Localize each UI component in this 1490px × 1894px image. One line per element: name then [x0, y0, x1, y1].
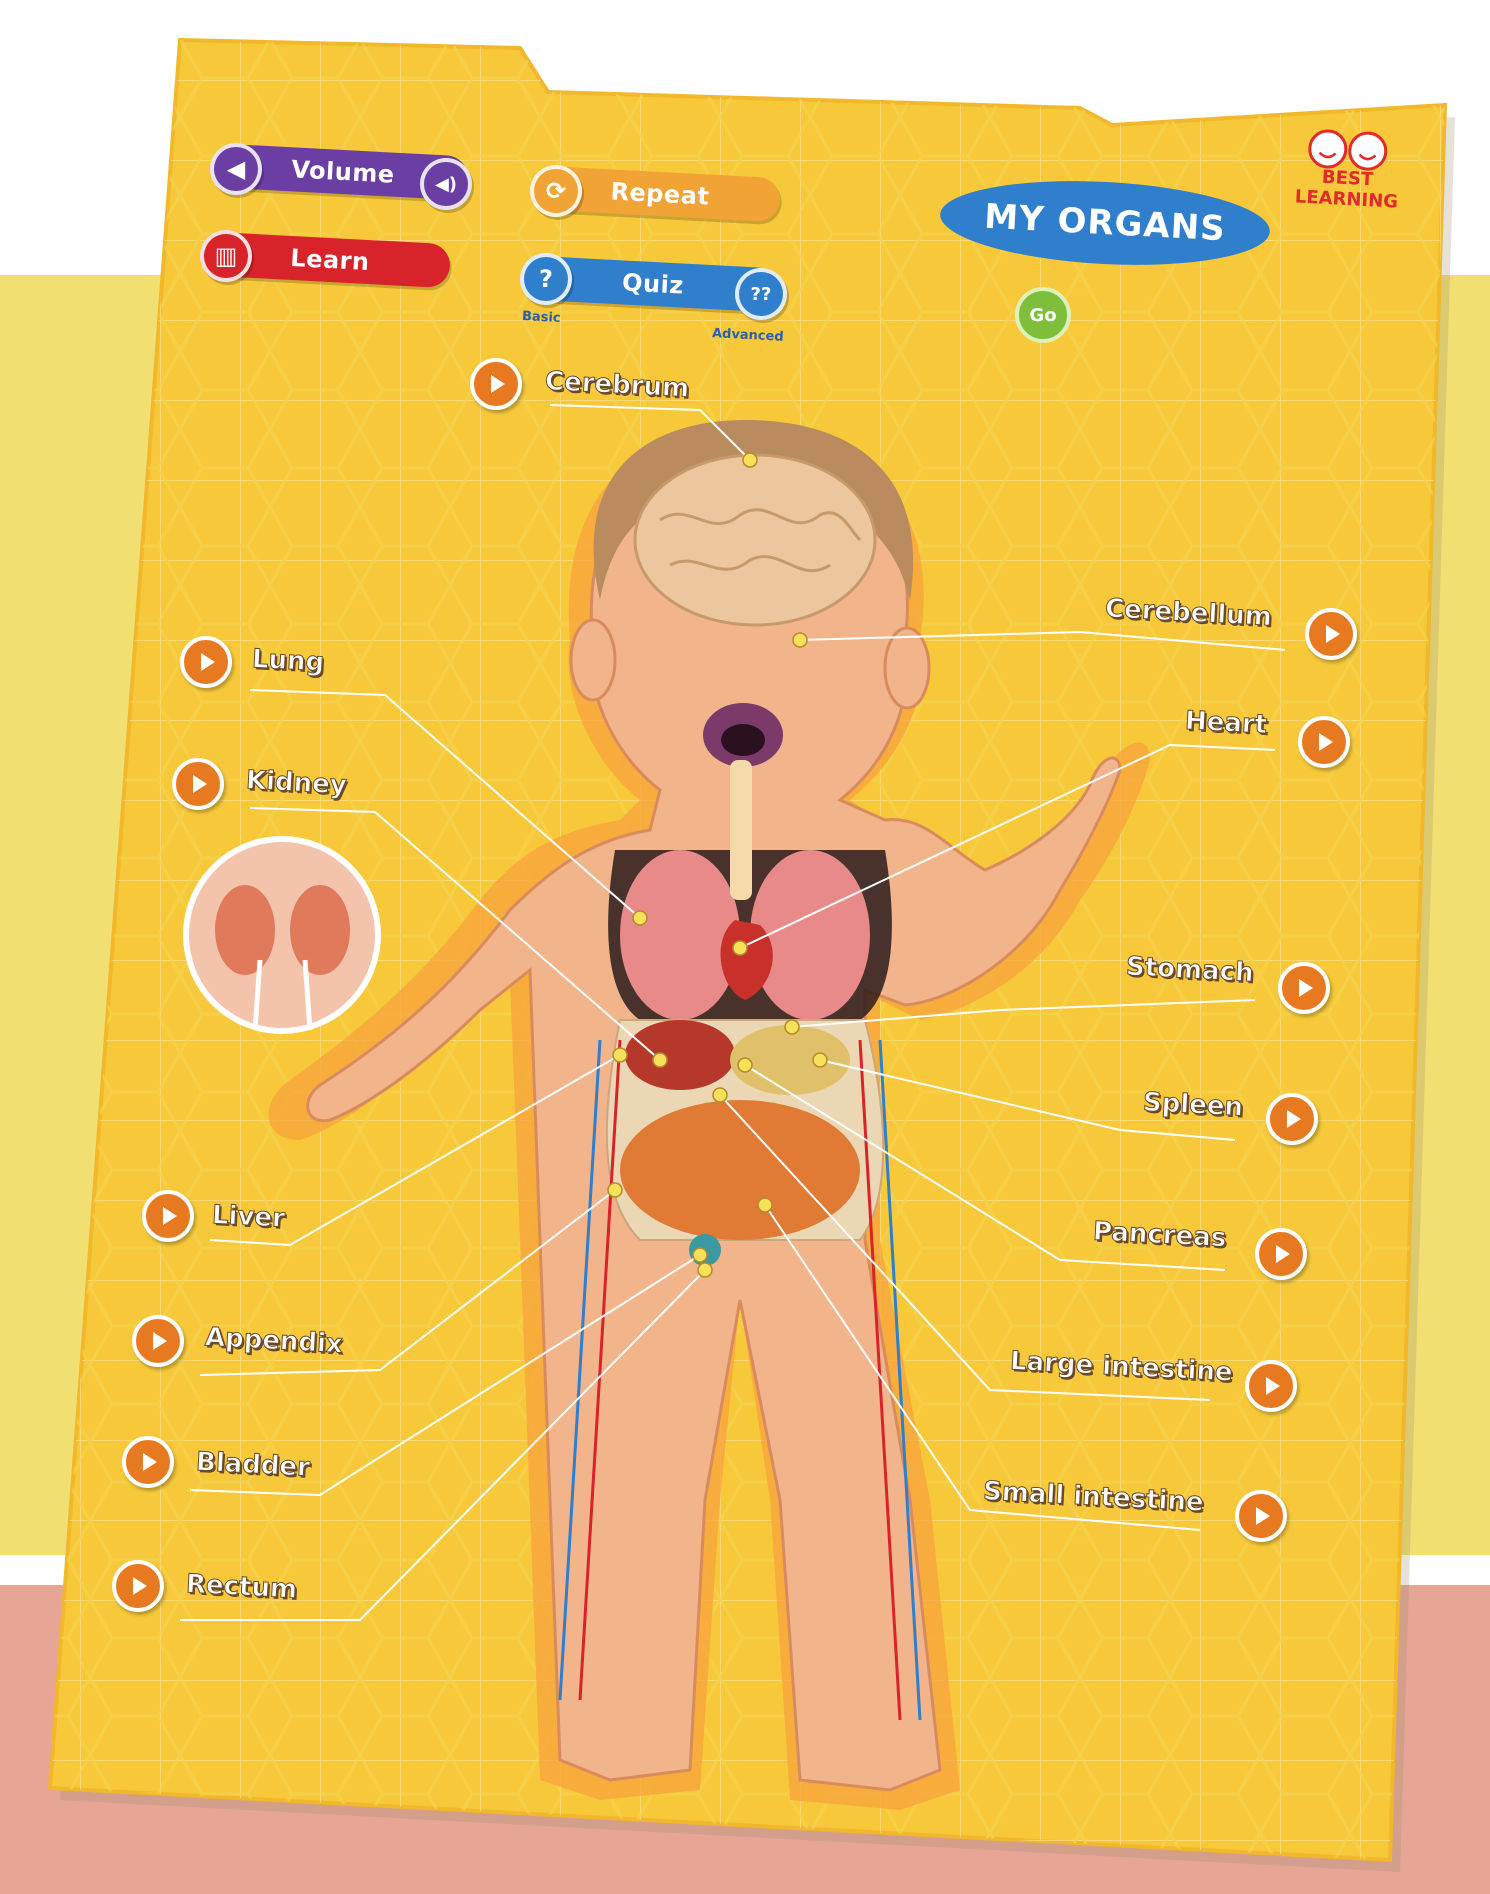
play-button-spleen[interactable] [1266, 1093, 1318, 1145]
play-button-pancreas[interactable] [1255, 1228, 1307, 1280]
organ-label-liver: Liver [211, 1200, 285, 1234]
organ-label-rectum: Rectum [185, 1569, 298, 1605]
play-button-bladder[interactable] [122, 1436, 174, 1488]
double-question-icon: ?? [751, 284, 772, 305]
play-button-appendix[interactable] [132, 1315, 184, 1367]
brand-name: BEST LEARNING [1271, 164, 1423, 214]
organ-label-lung: Lung [251, 644, 325, 678]
repeat-label: Repeat [610, 177, 710, 210]
learn-label: Learn [290, 244, 371, 276]
book-icon: ▥ [215, 242, 238, 270]
organ-label-heart: Heart [1184, 706, 1268, 740]
play-button-cerebellum[interactable] [1305, 608, 1357, 660]
organ-label-bladder: Bladder [195, 1447, 310, 1483]
learn-icon-button[interactable]: ▥ [200, 230, 252, 282]
kidney-inset [186, 839, 378, 1031]
speaker-high-icon: ◀) [435, 174, 457, 195]
volume-up-button[interactable]: ◀) [420, 158, 472, 210]
play-button-lung[interactable] [180, 636, 232, 688]
play-button-liver[interactable] [142, 1190, 194, 1242]
quiz-basic-button[interactable]: ? [520, 253, 572, 305]
quiz-label: Quiz [621, 268, 684, 299]
volume-down-button[interactable]: ◀ [210, 143, 262, 195]
play-button-large-intestine[interactable] [1245, 1360, 1297, 1412]
play-button-kidney[interactable] [172, 758, 224, 810]
quiz-advanced-button[interactable]: ?? [735, 268, 787, 320]
play-button-cerebrum[interactable] [470, 358, 522, 410]
play-button-rectum[interactable] [112, 1560, 164, 1612]
poster-title-text: MY ORGANS [983, 197, 1226, 250]
go-label: Go [1029, 305, 1056, 326]
play-button-stomach[interactable] [1278, 962, 1330, 1014]
organ-label-kidney: Kidney [245, 765, 347, 800]
repeat-icon: ⟳ [546, 177, 566, 205]
repeat-icon-button[interactable]: ⟳ [530, 165, 582, 217]
speaker-low-icon: ◀ [227, 155, 245, 183]
quiz-basic-label: Basic [522, 309, 561, 326]
play-button-small-intestine[interactable] [1235, 1490, 1287, 1542]
organ-label-spleen: Spleen [1142, 1087, 1243, 1122]
question-icon: ? [539, 265, 553, 293]
play-button-heart[interactable] [1298, 716, 1350, 768]
go-button[interactable]: Go [1015, 287, 1071, 343]
volume-label: Volume [291, 155, 396, 188]
